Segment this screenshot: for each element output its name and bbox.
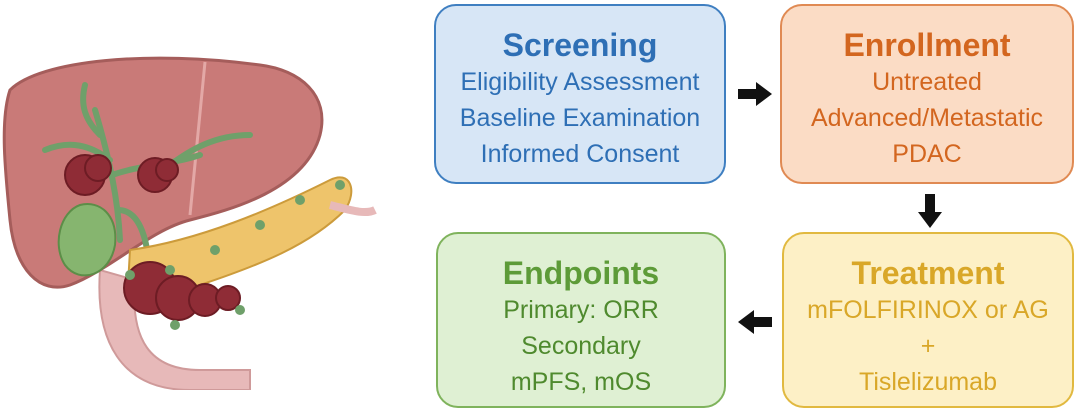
lymph-node-dots [125, 180, 345, 330]
screening-title: Screening [502, 27, 658, 63]
treatment-title: Treatment [851, 255, 1005, 291]
enrollment-box: Enrollment Untreated Advanced/Metastatic… [780, 4, 1074, 184]
screening-line-3: Informed Consent [480, 140, 680, 168]
screening-line-2: Baseline Examination [459, 104, 701, 132]
endpoints-line-2: Secondary [521, 332, 641, 360]
treatment-line-1: mFOLFIRINOX or AG [807, 296, 1049, 324]
liver-tumor-nodules [64, 154, 179, 196]
screening-box: Screening Eligibility Assessment Baselin… [434, 4, 726, 184]
gallbladder-shape [57, 203, 117, 277]
liver-ligament [188, 61, 207, 216]
enrollment-title: Enrollment [843, 27, 1011, 63]
treatment-line-2: + [920, 332, 936, 360]
enrollment-line-3: PDAC [892, 140, 962, 168]
arrow-right-icon [738, 82, 772, 106]
splenic-vessel [329, 201, 377, 217]
arrow-down-icon [918, 194, 942, 228]
endpoints-line-1: Primary: ORR [503, 296, 659, 324]
enrollment-line-1: Untreated [872, 68, 982, 96]
liver-pancreas-tumor-illustration [2, 56, 377, 390]
duodenum-shape [98, 268, 251, 390]
arrow-left-icon [738, 310, 772, 334]
treatment-line-3: Tislelizumab [858, 368, 997, 396]
treatment-box: Treatment mFOLFIRINOX or AG + Tislelizum… [782, 232, 1074, 408]
enrollment-line-2: Advanced/Metastatic [810, 104, 1044, 132]
screening-line-1: Eligibility Assessment [460, 68, 700, 96]
endpoints-box: Endpoints Primary: ORR Secondary mPFS, m… [436, 232, 726, 408]
pancreatic-tumor-mass [123, 261, 241, 321]
endpoints-title: Endpoints [502, 255, 660, 291]
endpoints-line-3: mPFS, mOS [510, 368, 652, 396]
